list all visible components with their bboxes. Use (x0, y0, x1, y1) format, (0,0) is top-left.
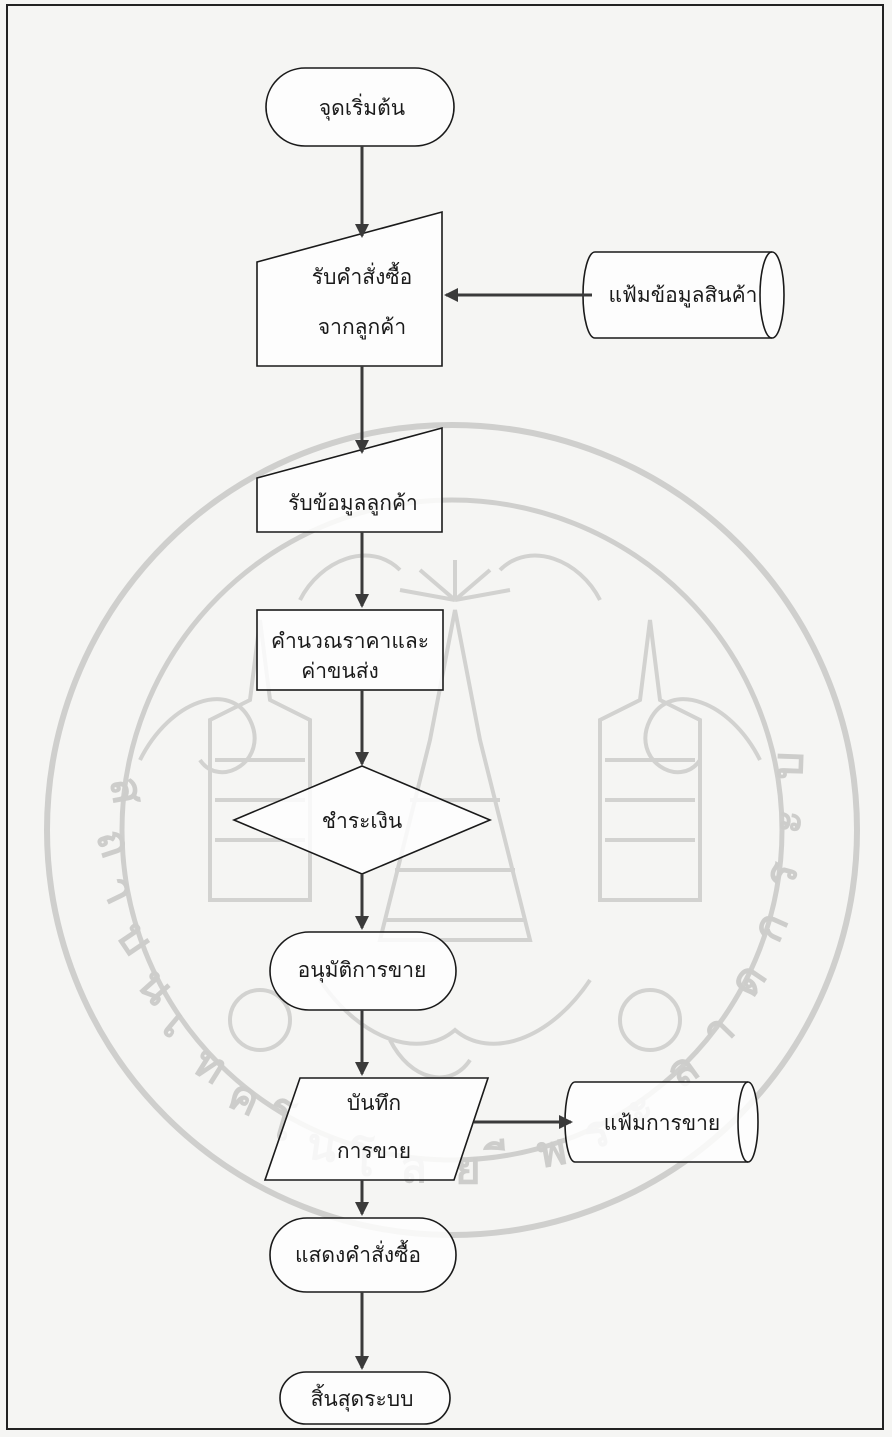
product-file-storage-edge (759, 251, 773, 339)
page-border (6, 4, 884, 1430)
approve-label: อนุมัติการขาย (298, 958, 427, 983)
calc-label-2: ค่าขนส่ง (301, 659, 379, 683)
start-terminal (265, 67, 455, 147)
calc-label-1: คำนวณราคาและ (271, 629, 429, 653)
sales-file-storage-edge (737, 1081, 749, 1163)
receive-customer-input (256, 426, 443, 533)
calc-process (256, 609, 444, 691)
product-file-label: แฟ้มข้อมูลสินค้า (609, 283, 758, 308)
record-label-1: บันทึก (347, 1091, 401, 1115)
receive-order-input (256, 210, 443, 367)
show-order-label: แสดงคำสั่งซื้อ (295, 1240, 421, 1267)
receive-order-label-1: รับคำสั่งซื้อ (312, 262, 412, 289)
svg-text:บ: บ (762, 751, 814, 781)
start-label: จุดเริ่มต้น (319, 93, 405, 121)
record-sale-io-shape (263, 1077, 490, 1181)
receive-order-label-2: จากลูกค้า (318, 315, 406, 340)
watermark-outer-ring (44, 422, 860, 1238)
end-label: สิ้นสุดระบบ (311, 1384, 414, 1412)
payment-label: ชำระเงิน (322, 809, 402, 833)
sales-file-label: แฟ้มการขาย (604, 1111, 720, 1135)
receive-customer-label: รับข้อมูลลูกค้า (288, 491, 418, 516)
payment-decision (231, 765, 493, 875)
record-label-2: การขาย (337, 1139, 411, 1163)
end-terminal (279, 1371, 451, 1425)
